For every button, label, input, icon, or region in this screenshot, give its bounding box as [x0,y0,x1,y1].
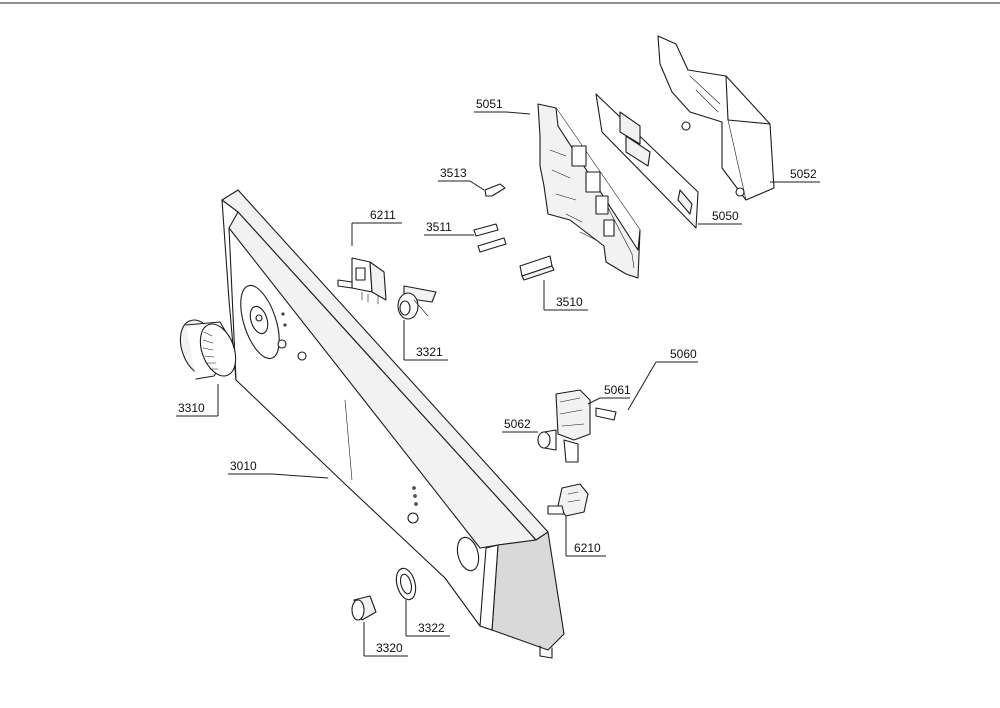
callout-5052: 5052 [770,167,820,183]
ring-3322 [395,567,417,601]
light-holder-3321 [397,285,437,320]
callout-5051-label: 5051 [476,97,503,111]
pcb-cover-5052 [657,35,775,201]
pcb-frame-5051 [537,103,641,279]
callout-5050-label: 5050 [712,209,739,223]
callout-3010-label: 3010 [230,459,257,473]
callout-5051: 5051 [474,97,531,115]
connector-5060 [595,407,617,421]
callout-6210-label: 6210 [574,541,601,555]
callout-6211: 6211 [351,208,402,246]
callout-3320: 3320 [363,622,408,657]
callout-3511: 3511 [424,220,474,236]
callout-3321: 3321 [403,320,448,361]
control-panel-fascia [221,189,565,659]
callout-5061: 5061 [587,383,631,405]
callout-5062-label: 5062 [504,417,531,431]
pcb-board-5050 [595,93,699,229]
knob [179,319,237,380]
callout-5060-label: 5060 [670,347,697,361]
callout-5061-label: 5061 [604,383,631,397]
callout-3320-label: 3320 [376,641,403,655]
callout-6210: 6210 [565,516,606,557]
callout-5060: 5060 [627,347,698,411]
callout-3322-label: 3322 [418,621,445,635]
connectors-3511 [473,223,507,253]
callout-3010: 3010 [228,459,329,479]
callout-5062: 5062 [502,417,538,433]
callout-3510: 3510 [543,280,588,311]
terminals-3510 [519,255,555,281]
switch-6211 [337,257,387,305]
switch-6210 [547,483,589,517]
callout-3513: 3513 [438,166,485,191]
callout-3322: 3322 [405,600,450,637]
callout-3511-label: 3511 [426,220,452,234]
callout-5052-label: 5052 [790,167,817,181]
lamp-5062 [537,429,557,451]
callout-3321-label: 3321 [416,345,443,359]
callout-3510-label: 3510 [556,295,583,309]
button-3320 [351,595,377,621]
callout-3310: 3310 [176,384,219,417]
callout-3513-label: 3513 [440,166,467,180]
terminal-block-5061 [555,389,591,463]
clip-3513 [484,183,506,197]
callout-3310-label: 3310 [178,401,205,415]
callout-6211-label: 6211 [370,208,396,222]
callout-5050: 5050 [698,209,742,225]
